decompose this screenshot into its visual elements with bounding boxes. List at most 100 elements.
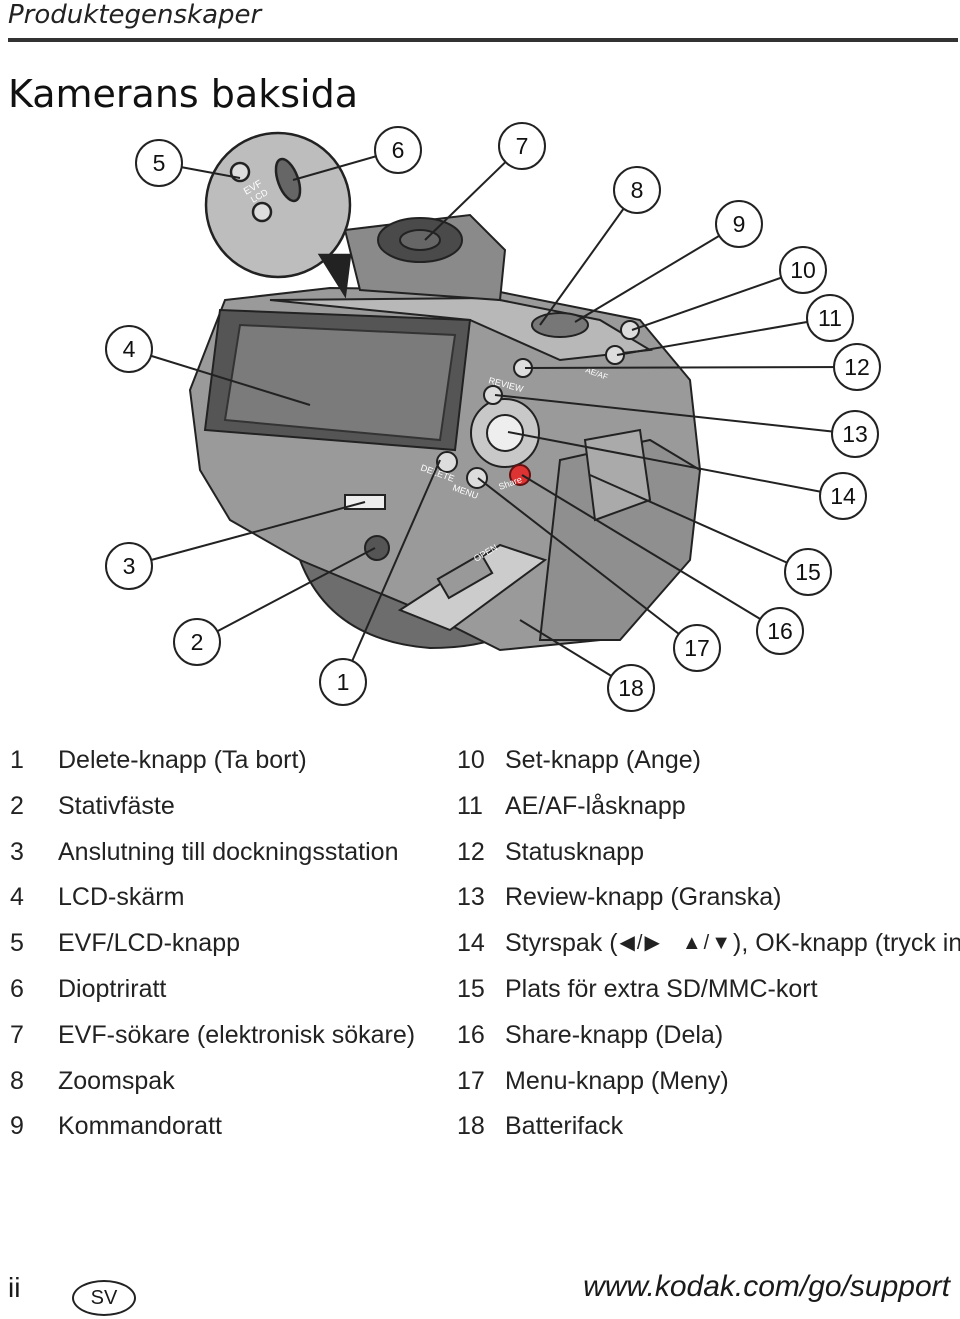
callout-bubble [613,166,661,214]
callout-number: 5 [153,150,166,176]
legend-number: 12 [457,837,485,866]
language-badge: SV [72,1280,136,1316]
callout-bubble [673,624,721,672]
callout-bubble [105,325,153,373]
legend-item: 13 Review-knapp (Granska) [457,875,960,921]
callout-number: 4 [123,336,136,362]
legend-number: 11 [457,791,483,820]
legend-item: 7 EVF-sökare (elektronisk sökare) [10,1013,415,1059]
legend-number: 1 [10,746,24,774]
leader-line [616,317,831,356]
page-number: ii [8,1272,21,1303]
callout-number: 15 [795,559,821,585]
leader-line [342,459,441,683]
callout-number: 13 [842,421,868,447]
leader-line [507,431,844,497]
callout-bubble [784,548,832,596]
direction-arrows: ◀ / ▶ ▲ / ▼ [620,921,732,967]
legend-number: 13 [457,883,485,912]
legend-text: Styrspak ( ◀ / ▶ ▲ / ▼ ), OK-knapp (tryc… [505,921,960,967]
callout-number: 8 [631,177,644,203]
leader-lines [128,145,858,689]
callout-bubble [135,139,183,187]
callout-number: 12 [844,354,870,380]
legend-number: 8 [10,1066,24,1095]
callout-number: 16 [767,618,793,644]
callout-bubble [319,658,367,706]
leader-line [521,474,781,632]
callout-bubble [806,294,854,342]
leader-line [128,348,311,406]
legend-text-post: ), OK-knapp (tryck in) [733,929,960,958]
legend-item: 14 Styrspak ( ◀ / ▶ ▲ / ▼ ), OK-knapp (t… [457,921,960,967]
legend-item: 11 AE/AF-låsknapp [457,784,960,830]
legend-item: 3 Anslutning till dockningsstation [10,830,415,876]
legend-text: LCD-skärm [58,883,185,912]
callout-bubble [105,542,153,590]
leader-line [539,189,638,326]
legend-text: Share-knapp (Dela) [505,1020,724,1049]
leader-line [574,223,740,323]
slash-icon: / [636,932,643,955]
legend-number: 2 [10,791,24,820]
up-arrow-icon: ▲ [681,932,702,955]
header-rule [8,38,958,42]
legend-number: 17 [457,1066,485,1095]
legend-text: Review-knapp (Granska) [505,883,782,912]
legend-text: EVF-sökare (elektronisk sökare) [58,1020,416,1049]
callout-number: 17 [684,635,710,661]
callout-bubble [756,607,804,655]
leader-line [494,394,856,435]
legend-number: 7 [10,1020,24,1049]
callout-number: 7 [516,133,529,159]
legend-text: Menu-knapp (Meny) [505,1066,729,1095]
slash-icon: / [703,932,710,955]
callout-bubble [374,126,422,174]
leader-line [128,501,366,567]
callout-number: 2 [191,629,204,655]
legend-text: Anslutning till dockningsstation [58,837,399,866]
legend-number: 4 [10,883,24,912]
down-arrow-icon: ▼ [711,932,732,955]
callout-number: 14 [830,483,856,509]
callout-bubble [833,343,881,391]
callout-bubble [779,246,827,294]
page-title: Kamerans baksida [8,72,358,116]
legend-number: 9 [10,1112,24,1141]
callout-bubble [173,618,221,666]
legend-number: 15 [457,974,485,1003]
legend-number: 3 [10,837,24,866]
inset-magnifier [204,131,352,299]
legend-item: 17 Menu-knapp (Meny) [457,1059,960,1105]
legend-item: 5 EVF/LCD-knapp [10,921,415,967]
legend-text: AE/AF-låsknapp [505,791,686,820]
callout-bubble [607,664,655,712]
right-arrow-icon: ▶ [644,932,660,955]
callout-bubble [831,410,879,458]
leader-line [524,366,858,369]
support-url[interactable]: www.kodak.com/go/support [583,1270,950,1303]
camera-diagram: EVF LCD REVIEW DELETE MENU Share OPEN AE… [105,122,881,712]
section-header: Produktegenskaper [8,0,262,30]
callout-number: 9 [733,211,746,237]
leader-line [477,477,698,649]
callout-number: 3 [123,553,136,579]
legend-text: EVF/LCD-knapp [58,929,241,958]
callout-number: 18 [618,675,644,701]
leader-line [196,547,376,643]
leader-line [589,474,809,573]
left-arrow-icon: ◀ [619,932,635,955]
legend-number: 5 [10,929,24,958]
callout-bubble [819,472,867,520]
callout-bubble [498,122,546,170]
legend-text: Dioptriratt [58,974,167,1003]
